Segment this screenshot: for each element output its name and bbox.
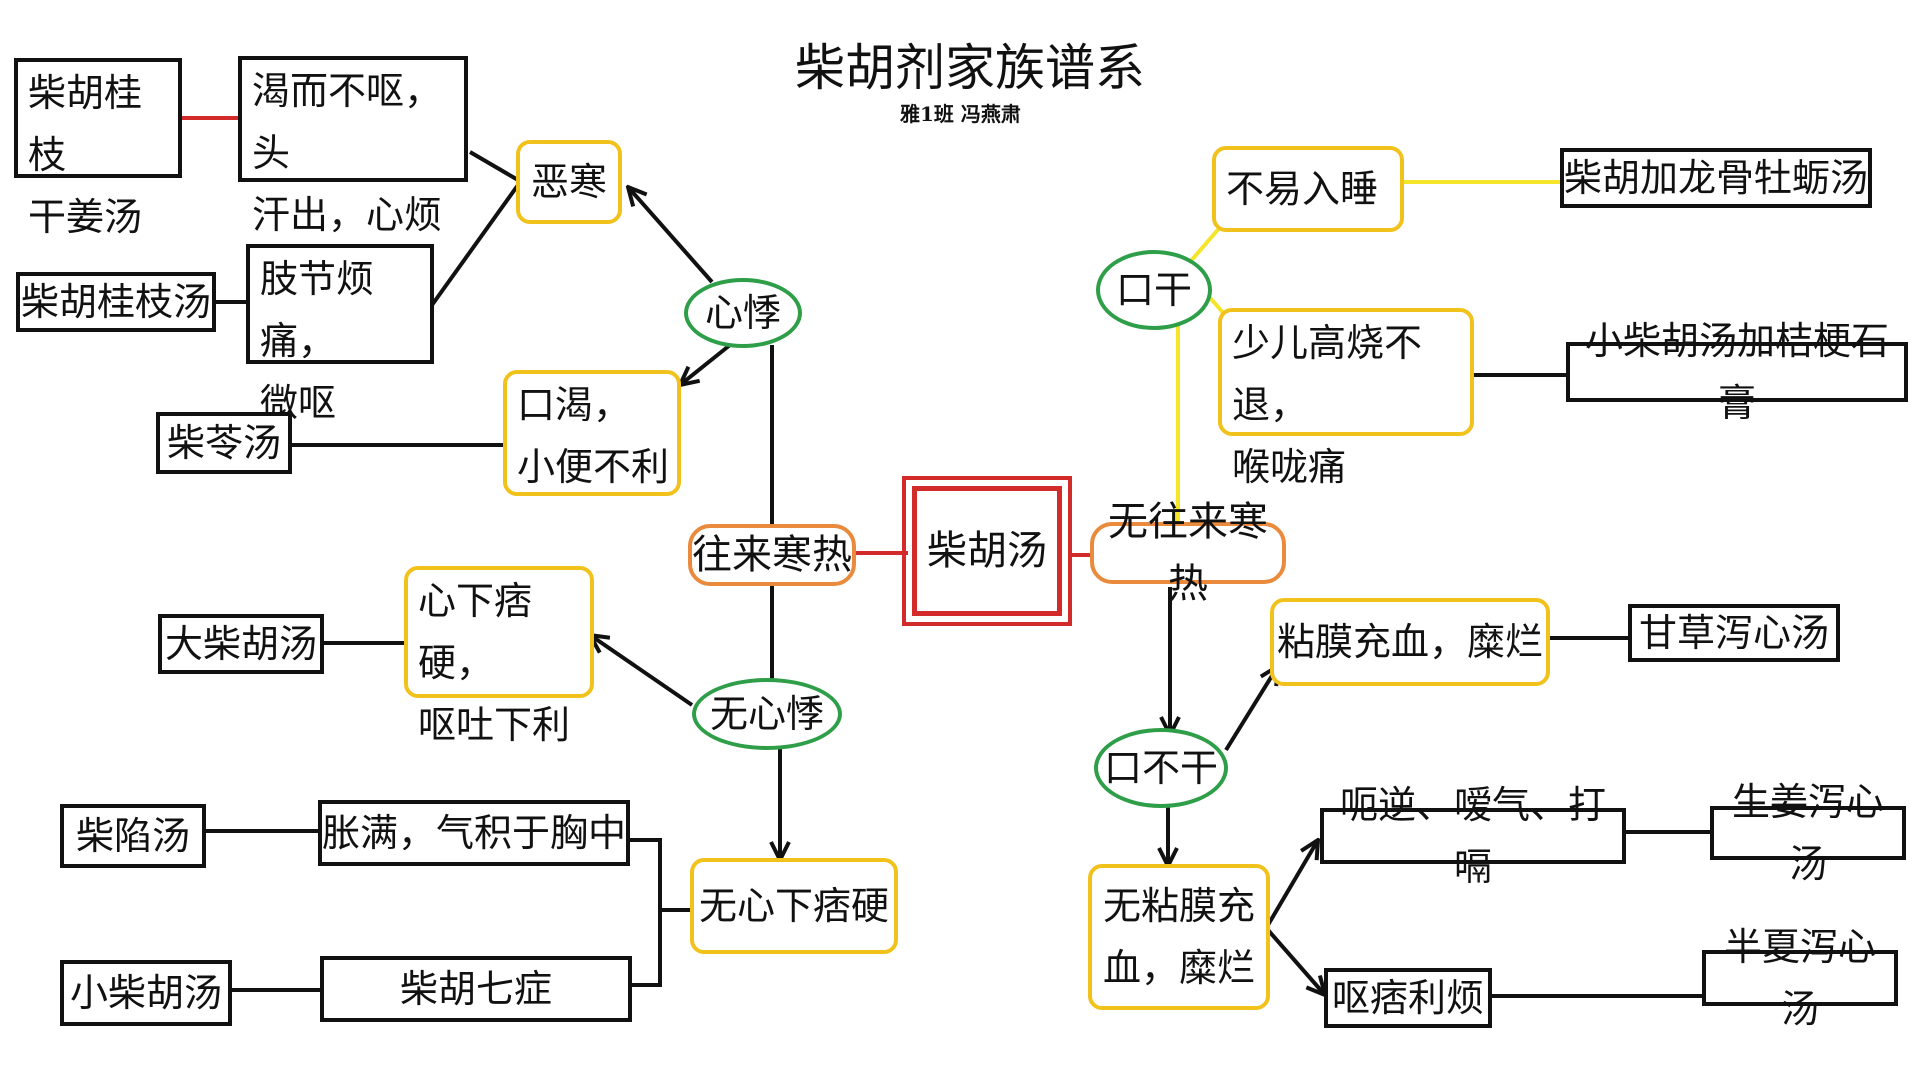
node-dry-mouth: 口干 [1096, 250, 1212, 330]
formula-jiegeng-shigao: 小柴胡汤加桔梗石膏 [1566, 319, 1908, 425]
node-epigastric-hard: 心下痞硬， 呕吐下利 [404, 566, 594, 747]
formula-chailing-label: 柴苓汤 [166, 421, 281, 465]
link-drymouth-insomnia [1188, 223, 1224, 264]
node-aversion-cold: 恶寒 [516, 140, 622, 224]
arrow-notdry-mucosa [1224, 666, 1278, 752]
formula-da-chaihu: 大柴胡汤 [158, 614, 324, 674]
chest-fullness-label: 胀满，气积于胸中 [322, 811, 627, 855]
node-hiccup-belch: 呃逆、嗳气、打嗝 [1320, 783, 1626, 889]
formula-chailing: 柴苓汤 [156, 412, 292, 474]
node-thirst-urine: 口渴， 小便不利 [503, 370, 681, 496]
no-mucosa-ulcer-line2: 血，糜烂 [1102, 946, 1255, 990]
link-aversion-jointpain [430, 183, 520, 307]
hiccup-belch-label: 呃逆、嗳气、打嗝 [1339, 783, 1606, 889]
link-aversion-thirsthead [468, 150, 520, 182]
formula-gancao-xiexin: 甘草泻心汤 [1628, 604, 1840, 662]
node-no-epigastric-hard: 无心下痞硬 [690, 858, 898, 954]
not-dry-mouth-label: 口不干 [1103, 746, 1218, 790]
arrow-nopalpitation-epigastric [590, 635, 694, 707]
palpitation-label: 心悸 [704, 291, 781, 335]
seven-symptoms-label: 柴胡七症 [399, 967, 552, 1011]
no-chills-label: 无往来寒热 [1108, 499, 1268, 607]
arrow-nomucosa-hiccup [1266, 840, 1318, 927]
formula-da-chaihu-label: 大柴胡汤 [164, 622, 317, 666]
formula-ganjiang-line1: 柴胡桂枝 [28, 71, 143, 177]
arrow-palpitation-thirst [680, 343, 732, 385]
fever-throat-line2: 喉咙痛 [1232, 445, 1347, 489]
formula-longgu-label: 柴胡加龙骨牡蛎汤 [1564, 156, 1869, 200]
author-line: 雅1班 冯燕肃 [900, 102, 1021, 126]
node-vomit-diarrhea: 呕痞利烦 [1324, 968, 1492, 1028]
formula-chaihu-guizhi: 柴胡桂枝汤 [16, 272, 216, 332]
no-mucosa-ulcer-line1: 无粘膜充 [1102, 884, 1255, 928]
node-no-mucosa-ulcer: 无粘膜充 血，糜烂 [1088, 864, 1270, 1010]
formula-chaihu-guizhi-ganjiang: 柴胡桂枝 干姜汤 [14, 58, 182, 239]
epigastric-hard-line1: 心下痞硬， [418, 579, 533, 685]
vomit-diarrhea-label: 呕痞利烦 [1331, 976, 1484, 1020]
center-label: 柴胡汤 [927, 528, 1047, 574]
node-mucosa-ulcer: 粘膜充血，糜烂 [1270, 598, 1550, 686]
formula-longgu-muli: 柴胡加龙骨牡蛎汤 [1560, 148, 1872, 208]
mucosa-ulcer-label: 粘膜充血，糜烂 [1276, 620, 1543, 664]
fever-throat-line1: 少儿高烧不退， [1232, 321, 1423, 427]
center-node-chaihu-tang: 柴胡汤 [902, 476, 1072, 626]
no-palpitation-label: 无心悸 [709, 692, 824, 736]
node-joint-pain: 肢节烦痛， 微呕 [246, 244, 434, 425]
node-no-palpitation: 无心悸 [692, 678, 842, 750]
formula-jiegeng-label: 小柴胡汤加桔梗石膏 [1584, 319, 1889, 425]
formula-chaixian-label: 柴陷汤 [75, 814, 190, 858]
joint-pain-line1: 肢节烦痛， [260, 257, 375, 363]
node-chills: 往来寒热 [688, 524, 856, 586]
arrow-palpitation-aversion [628, 187, 714, 284]
formula-gancao-label: 甘草泻心汤 [1638, 611, 1829, 655]
formula-chaixian: 柴陷汤 [60, 804, 206, 868]
formula-guizhi-label: 柴胡桂枝汤 [20, 280, 211, 324]
node-seven-symptoms: 柴胡七症 [320, 956, 632, 1022]
chills-label: 往来寒热 [692, 532, 852, 578]
no-epigastric-hard-label: 无心下痞硬 [698, 884, 889, 928]
insomnia-label: 不易入睡 [1226, 167, 1379, 211]
formula-shengjiang-xiexin: 生姜泻心汤 [1710, 780, 1906, 886]
bracket-noepigastric [628, 838, 662, 987]
node-no-chills: 无往来寒热 [1090, 499, 1286, 607]
node-palpitation: 心悸 [684, 278, 802, 348]
thirst-head-sweat-line2: 汗出，心烦 [252, 193, 443, 237]
node-insomnia: 不易入睡 [1212, 146, 1404, 232]
formula-ganjiang-line2: 干姜汤 [28, 195, 143, 239]
formula-xiao-chaihu-label: 小柴胡汤 [69, 971, 222, 1015]
thirst-head-sweat-line1: 渴而不呕，头 [252, 69, 443, 175]
node-not-dry-mouth: 口不干 [1094, 728, 1228, 808]
epigastric-hard-line2: 呕吐下利 [418, 703, 571, 747]
node-thirst-head-sweat: 渴而不呕，头 汗出，心烦 [238, 56, 468, 237]
page-title: 柴胡剂家族谱系 [795, 39, 1145, 97]
formula-xiao-chaihu: 小柴胡汤 [60, 960, 232, 1026]
formula-shengjiang-label: 生姜泻心汤 [1731, 780, 1884, 886]
thirst-urine-line2: 小便不利 [517, 445, 670, 489]
aversion-cold-label: 恶寒 [530, 160, 607, 204]
node-fever-throat: 少儿高烧不退， 喉咙痛 [1218, 308, 1474, 489]
formula-banxia-xiexin: 半夏泻心汤 [1702, 925, 1898, 1031]
formula-banxia-label: 半夏泻心汤 [1723, 925, 1876, 1031]
dry-mouth-label: 口干 [1115, 268, 1192, 312]
node-chest-fullness: 胀满，气积于胸中 [318, 800, 630, 866]
arrow-nomucosa-vomit [1266, 928, 1325, 995]
thirst-urine-line1: 口渴， [517, 383, 632, 427]
